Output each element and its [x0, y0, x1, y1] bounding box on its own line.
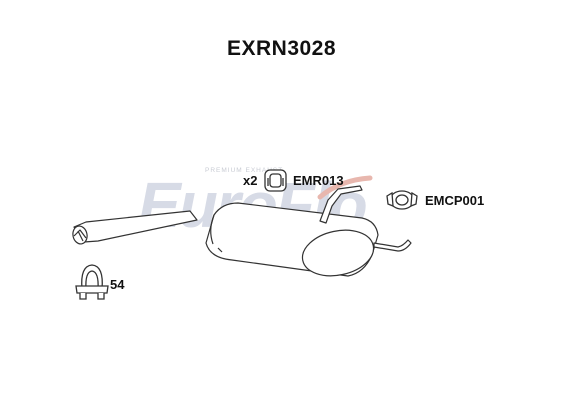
watermark-swoosh-icon — [317, 175, 373, 200]
part-number-title: EXRN3028 — [226, 37, 337, 60]
silencer-end-face — [301, 229, 375, 277]
hanger-rod — [319, 185, 363, 224]
tail-pipe — [373, 239, 412, 252]
connector-part-code: EMCP001 — [425, 193, 485, 208]
watermark-tagline: PREMIUM EXHAUST — [205, 167, 283, 174]
mount-quantity: x2 — [243, 173, 258, 188]
pipe-connector-icon — [386, 190, 418, 210]
rear-silencer-icon — [72, 185, 412, 277]
u-clamp-icon — [75, 264, 109, 300]
mount-part-code: EMR013 — [293, 173, 344, 188]
clamp-part-code: 54 — [110, 277, 125, 292]
rubber-mount-icon — [264, 169, 287, 192]
